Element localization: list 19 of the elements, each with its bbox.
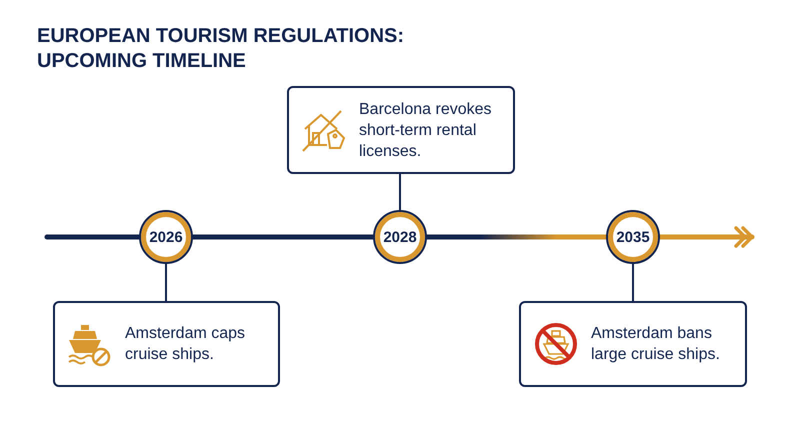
connector-line [399,173,401,211]
year-label: 2028 [383,228,417,246]
year-circle [139,210,193,264]
year-label: 2035 [616,228,650,246]
title: EUROPEAN TOURISM REGULATIONS: UPCOMING TIMELINE [37,24,406,74]
timeline-line [424,234,608,240]
event-text: Barcelona revokes short-term rental licenses. [359,100,493,162]
connector-line [632,263,634,302]
event-text: Amsterdam caps cruise ships. [125,324,246,365]
year-circle [606,210,660,264]
connector-line [165,263,167,302]
timeline-line [44,234,142,240]
year-label: 2026 [149,228,183,246]
event-text: Amsterdam bans large cruise ships. [591,324,721,365]
year-circle [373,210,427,264]
event-card [53,301,280,387]
event-card [519,301,747,387]
timeline-line [190,234,376,240]
event-card [287,86,515,174]
